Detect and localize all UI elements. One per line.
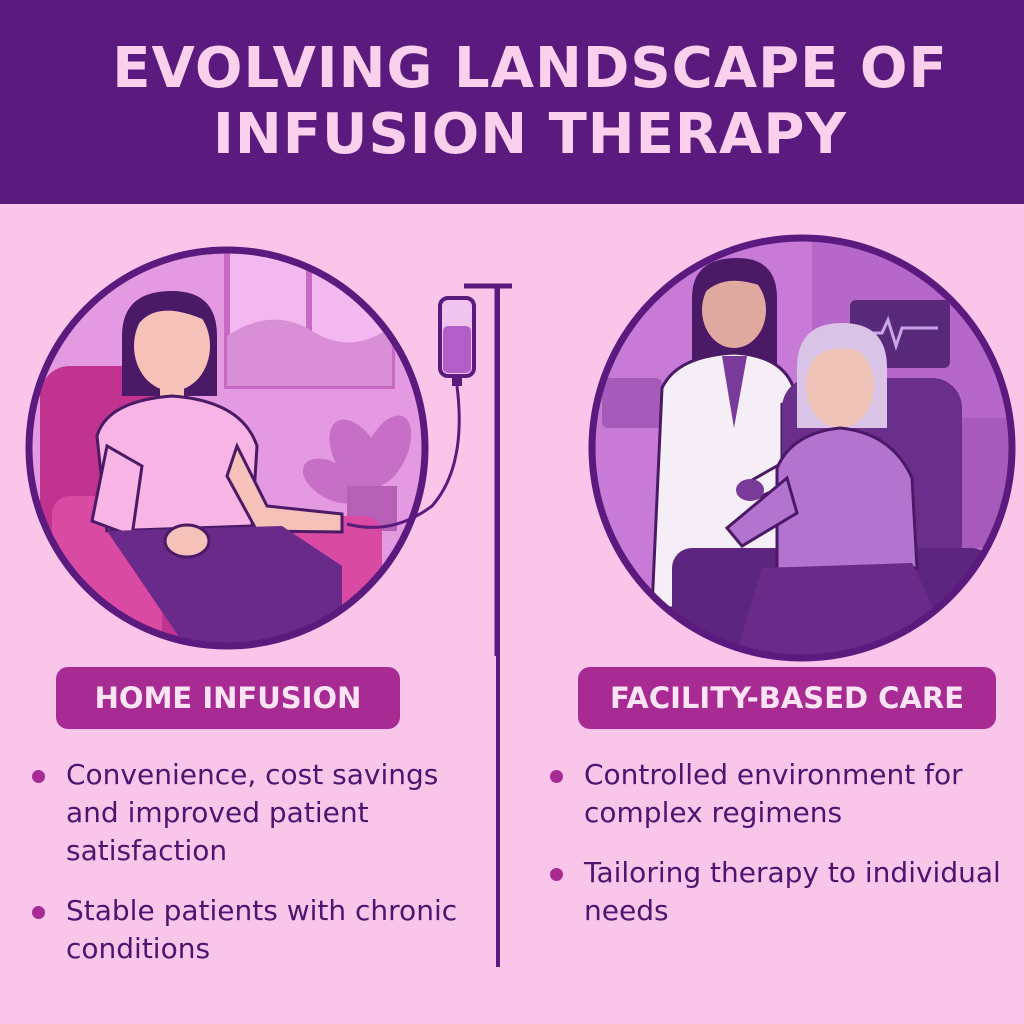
- title-banner: [0, 0, 1024, 204]
- bullet-text: Tailoring therapy to individual needs: [584, 856, 1001, 927]
- bullet-dot-icon: [32, 770, 45, 783]
- home-infusion-illustration: [25, 246, 512, 656]
- bullet-dot-icon: [32, 906, 45, 919]
- center-divider-line: [496, 285, 500, 967]
- facility-care-list: Controlled environment for complex regim…: [550, 756, 1010, 952]
- title-line-2: INFUSION THERAPY: [213, 102, 847, 167]
- list-item: Tailoring therapy to individual needs: [550, 854, 1010, 930]
- home-infusion-list: Convenience, cost savings and improved p…: [32, 756, 492, 990]
- bullet-text: Controlled environment for complex regim…: [584, 758, 963, 829]
- home-infusion-heading: HOME INFUSION: [56, 667, 400, 729]
- facility-care-illustration: [588, 234, 1016, 662]
- bullet-dot-icon: [550, 868, 563, 881]
- list-item: Stable patients with chronic conditions: [32, 892, 492, 968]
- title-line-1: EVOLVING LANDSCAPE OF: [112, 36, 948, 101]
- list-item: Controlled environment for complex regim…: [550, 756, 1010, 832]
- plant-icon: [302, 415, 412, 531]
- list-item: Convenience, cost savings and improved p…: [32, 756, 492, 870]
- page-title: EVOLVING LANDSCAPE OF INFUSION THERAPY: [0, 36, 1024, 168]
- facility-care-heading: FACILITY-BASED CARE: [578, 667, 996, 729]
- patient-woman-icon: [90, 291, 344, 646]
- bullet-text: Stable patients with chronic conditions: [66, 894, 458, 965]
- bullet-dot-icon: [550, 770, 563, 783]
- bullet-text: Convenience, cost savings and improved p…: [66, 758, 439, 867]
